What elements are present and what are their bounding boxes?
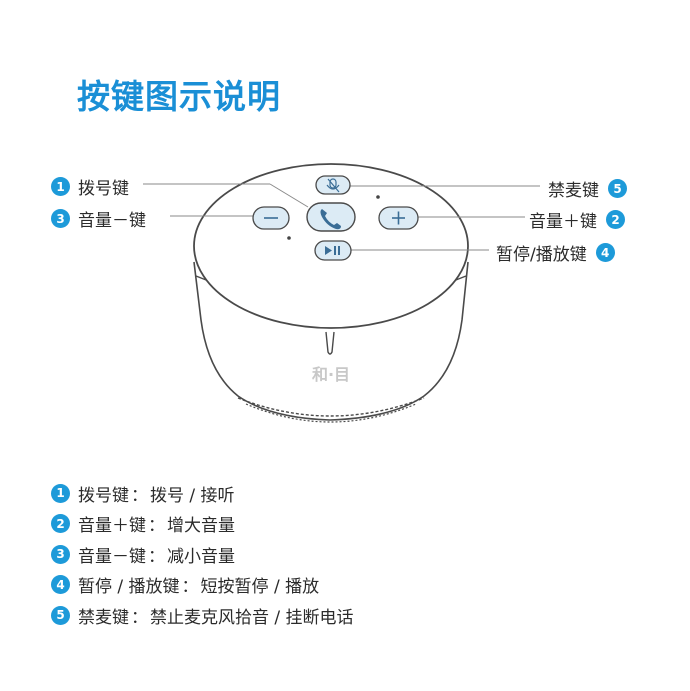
play-pause-icon — [325, 246, 340, 255]
callout-number-badge: 4 — [595, 243, 615, 262]
legend-description: 短按暂停 / 播放 — [200, 577, 320, 598]
callout-label: 音量－键 — [78, 211, 146, 231]
legend-name: 拨号键 — [78, 485, 129, 506]
callout-play-pause: 暂停/播放键 4 — [496, 240, 615, 265]
callout-lines — [143, 183, 540, 251]
legend-number-badge: 3 — [51, 544, 70, 564]
legend-separator: ： — [181, 577, 199, 598]
callout-volume-up: 音量＋键 2 — [529, 207, 625, 232]
legend-item: 4 暂停 / 播放键 ： 短按暂停 / 播放 — [51, 570, 354, 601]
legend-separator: ： — [148, 516, 165, 537]
legend-name: 禁麦键 — [78, 607, 129, 628]
legend-description: 增大音量 — [167, 516, 235, 537]
legend-description: 拨号 / 接听 — [150, 485, 235, 506]
legend-description: 禁止麦克风拾音 / 挂断电话 — [150, 607, 354, 628]
volume-down-button[interactable] — [252, 206, 290, 230]
legend-item: 2 音量＋键 ： 增大音量 — [51, 509, 354, 540]
legend-name: 暂停 / 播放键 — [78, 577, 180, 598]
callout-label: 暂停/播放键 — [496, 245, 587, 265]
button-legend: 1 拨号键 ： 拨号 / 接听 2 音量＋键 ： 增大音量 3 音量－键 ： 减… — [51, 478, 354, 631]
legend-item: 5 禁麦键 ： 禁止麦克风拾音 / 挂断电话 — [51, 600, 354, 631]
legend-item: 3 音量－键 ： 减小音量 — [51, 539, 354, 570]
legend-number-badge: 2 — [51, 514, 70, 534]
legend-item: 1 拨号键 ： 拨号 / 接听 — [51, 478, 354, 509]
legend-name: 音量－键 — [78, 546, 146, 567]
callout-number-badge: 2 — [606, 210, 625, 229]
legend-number-badge: 4 — [51, 575, 70, 595]
legend-name: 音量＋键 — [78, 516, 146, 537]
plus-icon — [392, 211, 405, 225]
legend-separator: ： — [131, 607, 148, 628]
callout-number-badge: 3 — [51, 209, 70, 228]
indicator-dot — [287, 236, 291, 240]
callout-label: 拨号键 — [78, 179, 129, 199]
mic-off-icon — [326, 178, 340, 193]
callout-label: 禁麦键 — [548, 181, 599, 201]
legend-separator: ： — [131, 485, 148, 506]
indicator-dot — [376, 195, 380, 199]
legend-number-badge: 5 — [51, 605, 70, 625]
play-pause-button[interactable] — [314, 240, 352, 261]
volume-up-button[interactable] — [378, 206, 419, 230]
dial-button[interactable] — [306, 202, 356, 232]
callout-label: 音量＋键 — [529, 212, 597, 232]
page-title: 按键图示说明 — [77, 77, 281, 116]
callout-dial: 1 拨号键 — [51, 174, 129, 199]
callout-number-badge: 1 — [51, 177, 70, 196]
mute-button[interactable] — [315, 175, 351, 195]
legend-description: 减小音量 — [167, 546, 235, 567]
legend-number-badge: 1 — [51, 483, 70, 503]
callout-mute: 禁麦键 5 — [548, 176, 627, 201]
callout-volume-down: 3 音量－键 — [51, 206, 146, 231]
legend-separator: ： — [148, 546, 165, 567]
brand-logo: 和·目 — [312, 365, 350, 384]
callout-number-badge: 5 — [608, 179, 627, 198]
phone-icon — [320, 209, 341, 230]
